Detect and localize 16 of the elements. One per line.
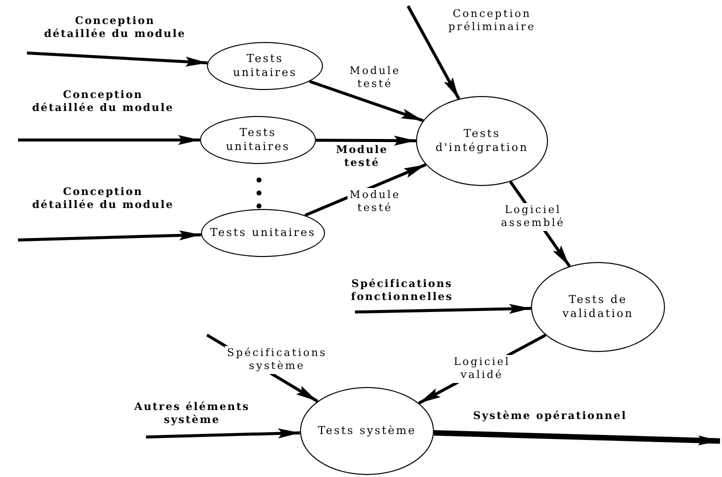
arrow: [434, 430, 720, 446]
arrow: [146, 428, 300, 438]
process-label: Tests unitaires: [232, 52, 298, 80]
arrow: [406, 5, 460, 100]
process-label: Tests unitaires: [209, 226, 317, 240]
process-label: Tests d'intégration: [434, 127, 530, 155]
process-label: Tests de validation: [561, 293, 635, 321]
edge-label: Logiciel validé: [452, 355, 512, 383]
process-label: Tests unitaires: [225, 126, 291, 154]
process-label: Tests système: [316, 424, 418, 438]
arrow: [354, 304, 532, 314]
arrow: [18, 135, 200, 145]
arrow: [316, 136, 416, 146]
arrow: [26, 52, 208, 67]
arrow: [309, 80, 424, 122]
arrow: [18, 230, 202, 242]
